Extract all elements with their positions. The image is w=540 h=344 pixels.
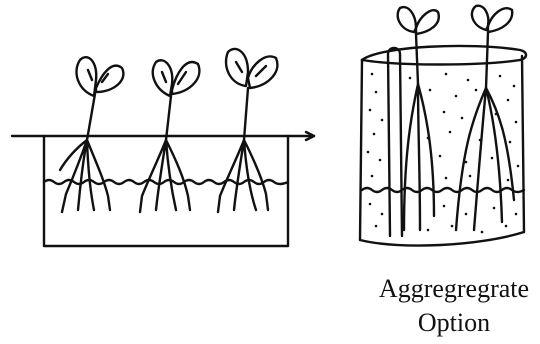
leaf-icon xyxy=(488,8,512,32)
leaf-icon xyxy=(472,6,488,30)
stem xyxy=(416,34,418,84)
leaf-icon xyxy=(416,10,439,34)
stem xyxy=(87,94,95,140)
seedling-a xyxy=(398,7,439,230)
container-back-rim xyxy=(362,60,520,65)
roots xyxy=(60,140,110,212)
caption-line-2: Option xyxy=(368,306,540,340)
leaf-icon xyxy=(398,7,416,32)
roots xyxy=(218,140,268,212)
leaf-icon xyxy=(226,49,248,86)
stem xyxy=(244,88,248,140)
panel-caption: Aggregregrate Option xyxy=(368,272,540,340)
container-bottom xyxy=(360,232,524,246)
leaf-icon xyxy=(96,66,123,92)
aggregate-container-panel xyxy=(360,6,526,246)
roots xyxy=(456,88,514,230)
stem xyxy=(486,32,488,88)
roots xyxy=(140,140,190,212)
seedling-3 xyxy=(218,49,277,212)
seedling-1 xyxy=(60,57,123,212)
leaf-icon xyxy=(248,56,277,88)
container-right-wall xyxy=(522,56,524,232)
stem xyxy=(166,96,171,140)
leaf-icon xyxy=(172,62,199,94)
seedling-b xyxy=(456,6,514,230)
fill-tube xyxy=(388,48,402,236)
container-left-wall xyxy=(360,60,362,240)
caption-line-1: Aggregregrate xyxy=(368,272,540,306)
leaf-icon xyxy=(153,60,172,96)
container-top-rim xyxy=(362,46,526,60)
water-tank-panel xyxy=(12,49,314,246)
leaf-icon xyxy=(76,57,96,96)
roots xyxy=(404,84,434,230)
